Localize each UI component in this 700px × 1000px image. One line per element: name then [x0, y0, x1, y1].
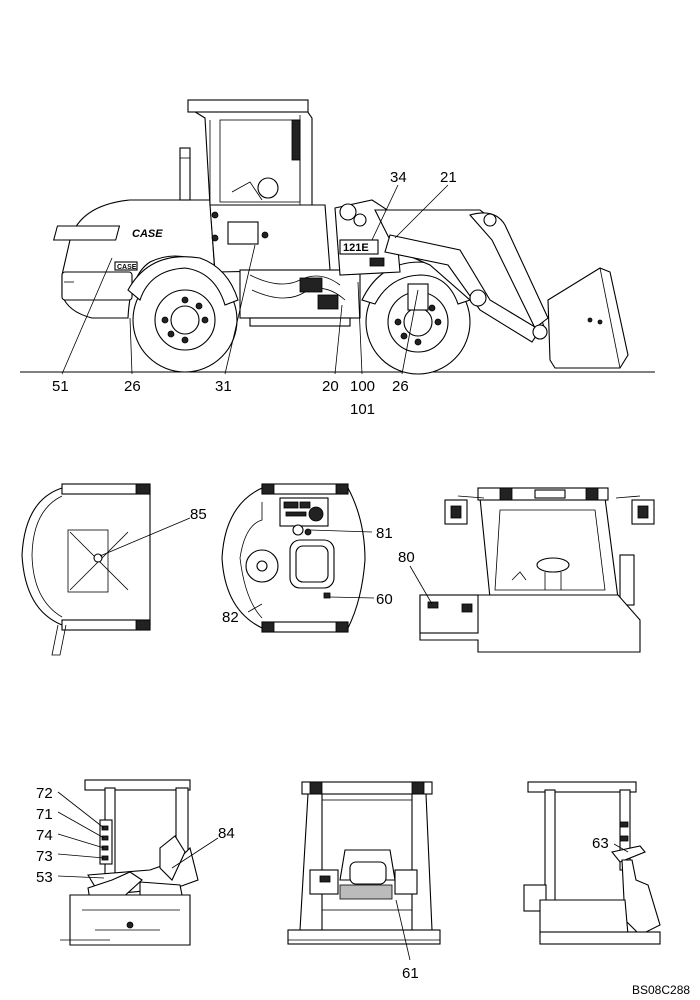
- leader-51: [61, 257, 113, 375]
- decal-strip: [99, 819, 113, 865]
- grille-decal: CASE: [114, 261, 138, 271]
- front-cab-seat-base: [339, 884, 393, 900]
- hydraulic-valve: [299, 277, 323, 293]
- leader-26-front: [401, 289, 419, 375]
- leader-84: [171, 837, 219, 869]
- front-cab-view: 61: [287, 781, 441, 982]
- exhaust-pipe: [179, 147, 191, 201]
- leader-71: [57, 811, 105, 839]
- cab-side-decal: [227, 221, 259, 245]
- rear-cab-steering-wheel: [536, 557, 570, 573]
- callout-63: 63: [592, 835, 609, 852]
- svg-text:CASE: CASE: [132, 228, 163, 240]
- chassis-frame: [239, 269, 361, 319]
- callout-85: 85: [190, 506, 207, 523]
- right-cab-steering-column: [621, 859, 661, 936]
- leader-73: [57, 853, 105, 859]
- left-cab-seat: [159, 835, 186, 881]
- right-cab-steering-wheel: [611, 845, 646, 863]
- callout-51: 51: [52, 378, 69, 395]
- operator-deck-view: 81 60 82: [221, 483, 393, 633]
- leader-72: [57, 791, 105, 829]
- front-cab-left-pillar: [299, 793, 323, 931]
- callout-60: 60: [376, 591, 393, 608]
- right-cab-base: [539, 931, 661, 945]
- callout-71: 71: [36, 806, 53, 823]
- leader-60: [329, 596, 375, 599]
- drawing-code: BS08C288: [632, 983, 690, 997]
- callout-72: 72: [36, 785, 53, 802]
- leader-61: [395, 899, 411, 961]
- cab-roof: [187, 99, 309, 113]
- callout-82: 82: [222, 609, 239, 626]
- front-wheel: [365, 269, 471, 375]
- callout-26-front: 26: [392, 378, 409, 395]
- svg-text:121E: 121E: [343, 242, 369, 254]
- lift-cylinder: [384, 234, 541, 343]
- rear-top-view: 85: [21, 483, 207, 656]
- leader-20: [334, 304, 343, 375]
- rear-wheel: [132, 267, 238, 373]
- callout-101: 101: [350, 401, 375, 418]
- model-decal: 121E: [339, 239, 379, 255]
- rear-fender: [127, 256, 239, 306]
- callout-61: 61: [402, 965, 419, 982]
- steering-wheel: [257, 177, 279, 199]
- leader-21: [394, 184, 449, 239]
- battery-box-decal: [419, 594, 479, 634]
- leader-80: [409, 565, 433, 605]
- front-axle-bracket: [407, 283, 429, 311]
- callout-84: 84: [218, 825, 235, 842]
- rear-counterweight: [61, 271, 133, 301]
- leader-100: [357, 281, 363, 375]
- callout-81: 81: [376, 525, 393, 542]
- leader-31: [224, 244, 256, 375]
- leader-74: [57, 833, 105, 849]
- front-cab-right-pillar: [411, 793, 433, 931]
- front-cab-base: [287, 929, 441, 945]
- callout-20: 20: [322, 378, 339, 395]
- callout-53: 53: [36, 869, 53, 886]
- lower-frame: [249, 317, 351, 327]
- leader-26-rear: [129, 317, 133, 375]
- callout-21: 21: [440, 169, 457, 186]
- right-cab-view: 63: [523, 781, 661, 945]
- leader-63: [613, 843, 629, 853]
- callout-100: 100: [350, 378, 375, 395]
- left-cab-view: 72 71 74 73 53 84: [36, 779, 235, 946]
- callout-31: 31: [215, 378, 232, 395]
- leader-81: [309, 529, 373, 533]
- case-brand-decal: CASE: [52, 225, 163, 241]
- loader-side-view: CASE CASE: [20, 99, 655, 418]
- leader-34: [371, 184, 399, 241]
- callout-80: 80: [398, 549, 415, 566]
- loader-bucket: [547, 267, 629, 369]
- callout-26-rear: 26: [124, 378, 141, 395]
- svg-text:CASE: CASE: [117, 264, 137, 271]
- rear-cab-view: 80: [398, 487, 655, 653]
- callout-74: 74: [36, 827, 53, 844]
- rear-panel-decal: [67, 529, 109, 593]
- side-mirror: [291, 119, 301, 161]
- left-cab-base: [69, 894, 191, 946]
- callout-34: 34: [390, 169, 407, 186]
- leader-85: [99, 517, 191, 557]
- leader-82: [247, 603, 263, 613]
- callout-73: 73: [36, 848, 53, 865]
- leader-53: [57, 875, 105, 879]
